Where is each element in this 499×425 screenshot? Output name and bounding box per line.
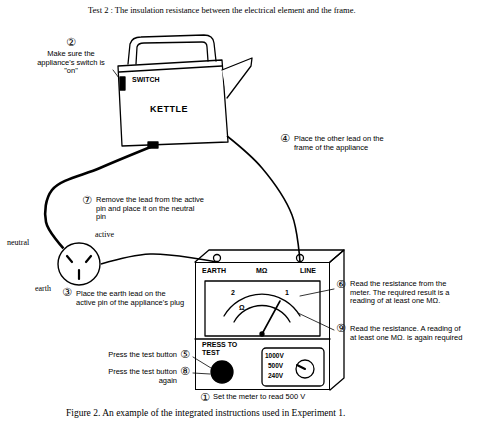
- test-button: [211, 361, 233, 383]
- instruction-text: Place the earth lead on the active pin o…: [76, 290, 186, 307]
- pin-name: neutral: [7, 238, 29, 247]
- callout-number: ⑥: [336, 279, 346, 290]
- callout-number: ⑦: [82, 195, 92, 206]
- callout-number: ⑨: [336, 323, 346, 334]
- callout-number: ⑧: [180, 366, 190, 377]
- instruction-text: Remove the lead from the active pin and …: [96, 196, 206, 222]
- instruction-text: Set the meter to read 500 V: [213, 393, 363, 402]
- button-label: PRESS TO TEST: [202, 341, 246, 357]
- switch-label: SWITCH: [132, 76, 160, 83]
- terminal-label: EARTH: [202, 267, 226, 274]
- callout-number: ④: [280, 133, 290, 144]
- test-lead: [227, 136, 300, 262]
- needle-pivot: [260, 332, 264, 336]
- callout-number: ③: [62, 287, 72, 298]
- leader-line: [113, 70, 119, 78]
- range-label: 1000V: [265, 352, 284, 359]
- scale-number: 2: [231, 289, 235, 297]
- range-selector-panel: [262, 348, 324, 386]
- callout-number: ⑤: [180, 349, 190, 360]
- instruction-text: Read the resistance. A reading of at lea…: [350, 325, 468, 342]
- plug-face: neutralactiveearth: [57, 242, 101, 286]
- kettle-handle-inner: [136, 42, 208, 64]
- callout-number: ②: [66, 37, 76, 48]
- meter-panel-divider: [195, 338, 330, 339]
- callout-number: ①: [200, 392, 210, 403]
- meter-side-face: [330, 250, 344, 390]
- range-label: 500V: [268, 362, 283, 369]
- meter-top-face: [195, 250, 344, 262]
- range-selector-knob: [296, 360, 314, 378]
- pin-name: active: [95, 230, 114, 239]
- scale-unit: Ω: [239, 304, 245, 312]
- appliance-name: KETTLE: [150, 104, 188, 114]
- range-label: 240V: [268, 372, 283, 379]
- earth-terminal: [214, 255, 221, 262]
- kettle-switch: [120, 77, 125, 90]
- dial-needle: [262, 301, 280, 334]
- plug-pin: [86, 256, 91, 262]
- plug-pin: [78, 270, 80, 279]
- dial-window: [205, 281, 320, 336]
- kettle-spout: [222, 58, 252, 98]
- kettle-outline: [118, 60, 228, 146]
- test-title: Test 2 : The insulation resistance betwe…: [88, 5, 356, 15]
- instruction-text: Make sure the appliance's switch is "on": [30, 50, 112, 76]
- scale-unit: MΩ: [256, 267, 267, 274]
- leader-line: [300, 289, 334, 296]
- pin-name: earth: [35, 284, 51, 293]
- instruction-text: Press the test button: [92, 351, 177, 360]
- instruction-text: Place the other lead on the frame of the…: [294, 135, 404, 152]
- terminal-label: LINE: [300, 267, 316, 274]
- instruction-text: Read the resistance from the meter. The …: [350, 280, 468, 306]
- instruction-text: Press the test button again: [92, 368, 177, 385]
- kettle-handle: [128, 35, 216, 64]
- leader-line: [298, 313, 334, 330]
- plug-pin: [67, 256, 72, 262]
- kettle-body: SWITCH KETTLE: [128, 72, 220, 142]
- plug-outline: [57, 242, 101, 286]
- insulation-meter: EARTH MΩ LINE PRESS TO TEST 1000V 500V 240V: [195, 262, 330, 390]
- range-selector-pointer: [297, 365, 305, 369]
- kettle-lid-line: [119, 66, 222, 72]
- figure-caption: Figure 2. An example of the integrated i…: [66, 408, 345, 418]
- scale-number: 1: [285, 289, 289, 297]
